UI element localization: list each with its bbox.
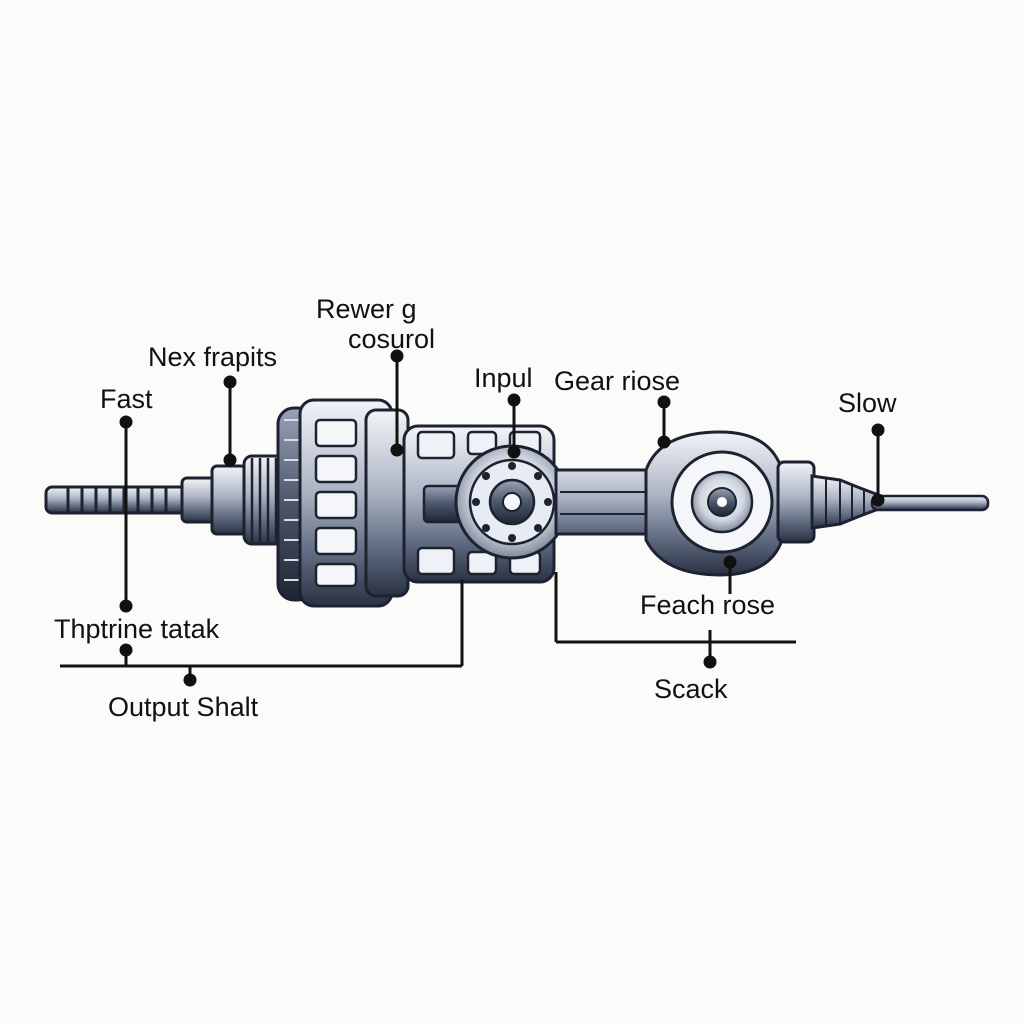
- output-end: [776, 460, 990, 544]
- label-feach-rose: Feach rose: [640, 590, 776, 620]
- label-inpul: Inpul: [474, 363, 533, 393]
- input-gear-disc: [454, 444, 570, 560]
- label-fast: Fast: [100, 384, 153, 414]
- label-rewer-g-cosurol: Rewer g cosurol: [316, 294, 435, 354]
- leader-lines: [60, 349, 885, 687]
- label-output-shaft: Output Shalt: [108, 692, 259, 722]
- label-rewer-line2: cosurol: [348, 324, 436, 354]
- toothed-drum: [276, 398, 410, 608]
- label-slow: Slow: [838, 388, 897, 418]
- input-shaft: [44, 464, 248, 536]
- label-scack: Scack: [654, 674, 728, 704]
- ribbed-collar: [242, 454, 286, 546]
- label-thptrine-tatak: Thptrine tatak: [54, 614, 220, 644]
- label-nex-frapits: Nex frapits: [148, 342, 278, 372]
- right-gear-housing: [644, 430, 784, 577]
- label-gear-riose: Gear riose: [554, 366, 681, 396]
- label-rewer-line1: Rewer g: [316, 294, 417, 324]
